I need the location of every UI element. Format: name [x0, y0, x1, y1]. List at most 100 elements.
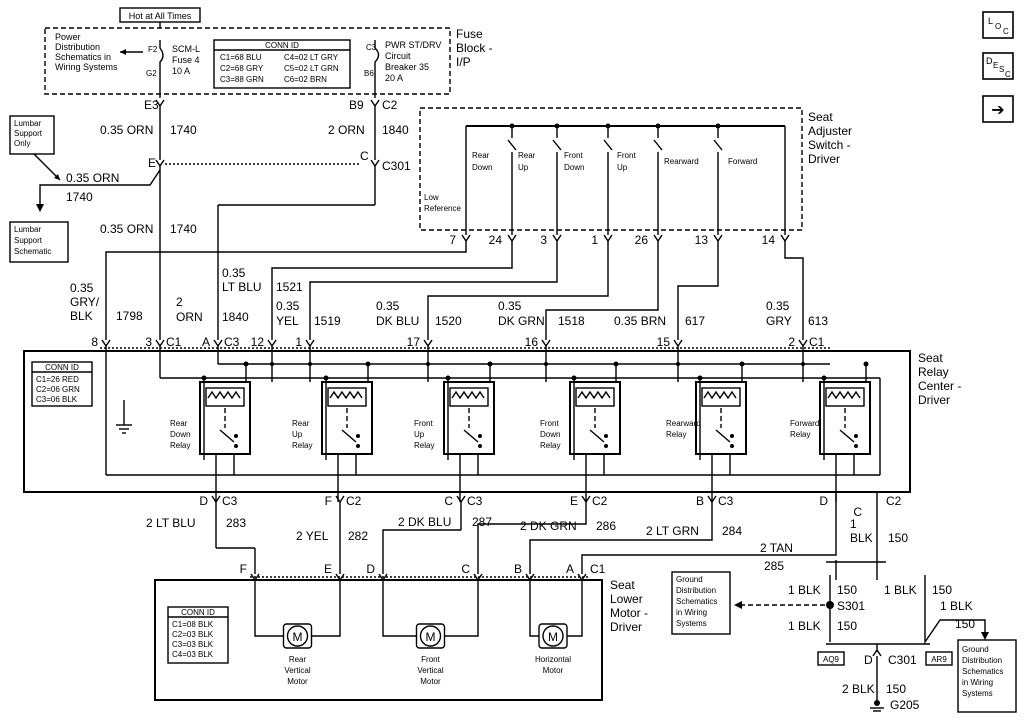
wire-color-label: 0.35 BRN [614, 314, 666, 328]
wire-number: 285 [764, 559, 784, 573]
desc-letter: C [1005, 70, 1011, 79]
ground-g205-label: G205 [890, 698, 920, 712]
pin-d: D [864, 653, 873, 667]
wire-color-label: 0.35 ORN [66, 171, 119, 185]
next-arrow-button[interactable]: ➔ [982, 95, 1014, 123]
wire-color-label: 2 YEL [296, 529, 329, 543]
relay-contact [839, 429, 855, 443]
wire-color-label: 0.35 YEL [276, 299, 303, 328]
motor-symbol-label: M [426, 630, 436, 644]
relay-output-pin: C2 [346, 494, 362, 508]
wire-number: 1521 [276, 280, 303, 294]
ar9-box [925, 651, 953, 666]
relay-contact [219, 429, 235, 443]
splice-s301-label: S301 [837, 599, 865, 613]
relay-pin: 8 [91, 335, 98, 349]
ar9-label: AR9 [931, 655, 947, 664]
connector-c301: C301 [382, 159, 411, 173]
motor-pin: C [461, 562, 470, 576]
relay-output-pin: C3 [222, 494, 238, 508]
wire-color-label: 1 BLK [940, 599, 973, 613]
lumbar-support-only-label: Lumbar Support Only [14, 119, 44, 148]
circuit-breaker-label: PWR ST/DRV Circuit Breaker 35 20 A [385, 40, 444, 83]
wire-number: 1740 [66, 190, 93, 204]
ground-distribution-left-box [671, 571, 731, 635]
lumbar-branch-wire [39, 169, 161, 210]
conn-id-row: C4=02 LT GRY [284, 53, 339, 62]
wire-color-label: 2 DK GRN [520, 519, 577, 533]
power-distribution-note: Power Distribution Schematics in Wiring … [55, 32, 118, 72]
wire-1519 [309, 241, 558, 340]
switch-to-relay-wires: 0.35 GRY/ BLK 1798 2 ORN 1840 0.35 LT BL… [70, 241, 828, 340]
switch-pin: 26 [635, 233, 649, 247]
wire-617 [677, 241, 719, 340]
loc-letter: L [988, 16, 993, 26]
relay-pin: 16 [525, 335, 539, 349]
relay-pin: C3 [224, 335, 240, 349]
relay-conn-id-box [31, 361, 93, 407]
wire-number: 150 [886, 682, 906, 696]
relay-pin: 12 [251, 335, 265, 349]
relay-output-pin: C [853, 505, 862, 519]
switch-label: Rearward [664, 157, 699, 166]
loc-button[interactable]: L O C [982, 11, 1014, 39]
conn-id-row: C1=08 BLK [172, 620, 214, 629]
low-reference-label: Low Reference [424, 193, 461, 213]
relay-pin: C1 [809, 335, 825, 349]
wire-color-label: 0.35 DK GRN [498, 299, 545, 328]
motor-pin: D [366, 562, 375, 576]
relay-output-pin: E [570, 494, 578, 508]
switch-contact [552, 139, 562, 151]
arrow-right-icon: ➔ [991, 102, 1004, 119]
wire-color-label: 0.35 DK BLU [376, 299, 419, 328]
fuse-conn-id-box [213, 39, 351, 89]
relay-coil-icon [451, 390, 485, 400]
pin-c: C [360, 149, 369, 163]
wire-number: 282 [348, 529, 368, 543]
pin-e: E [148, 156, 156, 170]
switch-contact [713, 139, 723, 151]
conn-id-row: C1=26 RED [36, 375, 79, 384]
relay-output-pin: C3 [718, 494, 734, 508]
desc-letter: E [993, 61, 998, 70]
wire-color-label: 2 LT BLU [146, 516, 196, 530]
wire-color-label: 0.35 GRY/ BLK [70, 281, 102, 323]
motor-pin: B [514, 562, 522, 576]
ground-distribution-left-label: Ground Distribution Schematics in Wiring… [676, 575, 720, 628]
motor-pin: E [324, 562, 332, 576]
wire-color-label: 1 BLK [788, 619, 821, 633]
relay-pin: 2 [788, 335, 795, 349]
wire-number: 1840 [382, 123, 409, 137]
switch-pin: 13 [695, 233, 709, 247]
fuse-block-outline [44, 27, 451, 95]
wire-number: 613 [808, 314, 828, 328]
conn-id-row: C5=02 LT GRN [284, 64, 339, 73]
relay-center-box [23, 350, 911, 493]
motor-icon [542, 625, 564, 647]
wire-1798 [105, 241, 467, 340]
loc-letter: O [995, 22, 1001, 31]
wire-number: 1518 [558, 314, 585, 328]
desc-button[interactable]: D E S C [982, 52, 1014, 80]
relay-output-pin: B [696, 494, 704, 508]
conn-id-row: C2=03 BLK [172, 630, 214, 639]
conn-id-row: C3=06 BLK [36, 395, 78, 404]
switch-pin: 7 [449, 233, 456, 247]
motor-icon [286, 625, 309, 647]
motor-box [154, 579, 603, 701]
relay-coil-icon [703, 390, 737, 400]
